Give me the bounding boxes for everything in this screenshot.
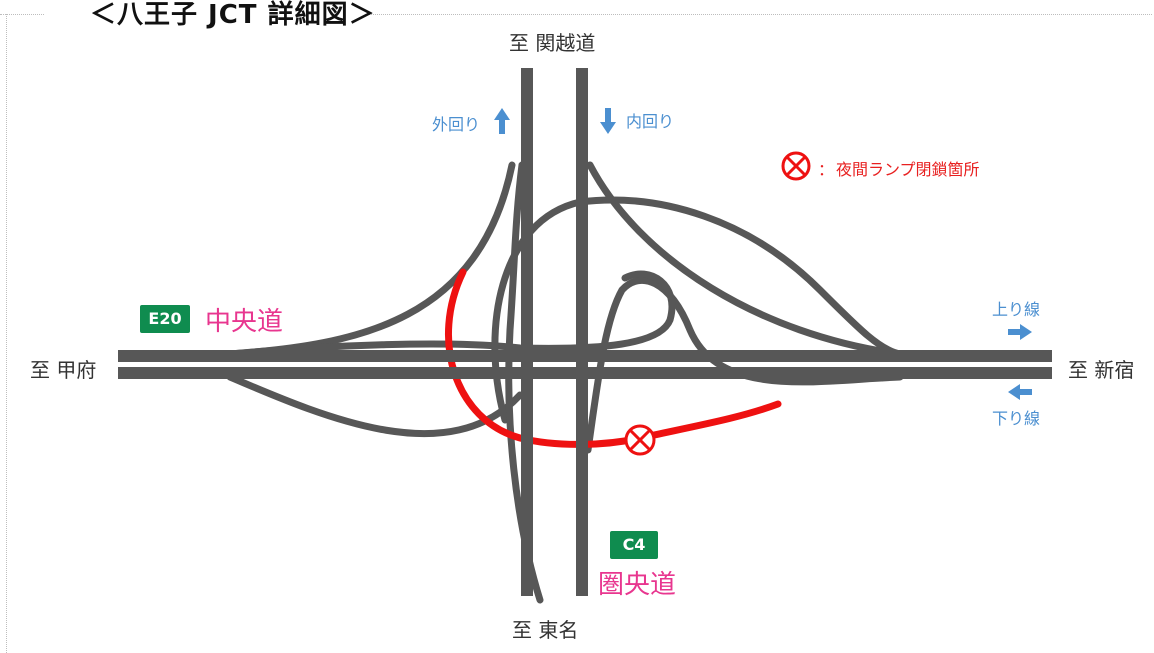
direction-south-label: 至 東名: [512, 618, 579, 642]
arrow-left-icon: [1008, 384, 1032, 400]
legend-separator: ：: [818, 160, 835, 179]
chuo-route-badge: E20: [140, 305, 190, 333]
frame-border-top-right: [368, 14, 1152, 15]
ken-o-expressway-mainline: [521, 68, 588, 596]
arrow-down-icon: [600, 108, 616, 134]
outer-loop-label: 外回り: [432, 115, 481, 134]
arrow-up-icon: [494, 108, 510, 134]
frame-border-top-left: [0, 14, 44, 15]
ken-o-highway-name: 圏央道: [598, 570, 677, 600]
chuo-highway-name: 中央道: [205, 307, 284, 337]
ken-o-route-badge: C4: [610, 531, 658, 559]
closure-marker-icon: [624, 424, 656, 456]
downbound-label: 下り線: [992, 409, 1041, 428]
legend-closure-text: 夜間ランプ閉鎖箇所: [836, 160, 980, 179]
direction-east-label: 至 新宿: [1068, 358, 1135, 382]
map-title: ＜八王子 JCT 詳細図＞: [90, 0, 376, 30]
upbound-label: 上り線: [992, 300, 1041, 319]
direction-north-label: 至 関越道: [509, 31, 596, 55]
direction-west-label: 至 甲府: [30, 358, 97, 382]
ramp-network-fill: [226, 161, 904, 604]
inner-loop-label: 内回り: [626, 112, 675, 131]
arrow-right-icon: [1008, 324, 1032, 340]
frame-border-left: [6, 14, 7, 653]
ramp-tomei-to-chuo-east: [491, 196, 904, 424]
ramp-crossing-connector: [226, 270, 676, 358]
ramp-chuo-west-to-tomei: [226, 373, 524, 438]
legend-closure-icon: [781, 151, 811, 181]
